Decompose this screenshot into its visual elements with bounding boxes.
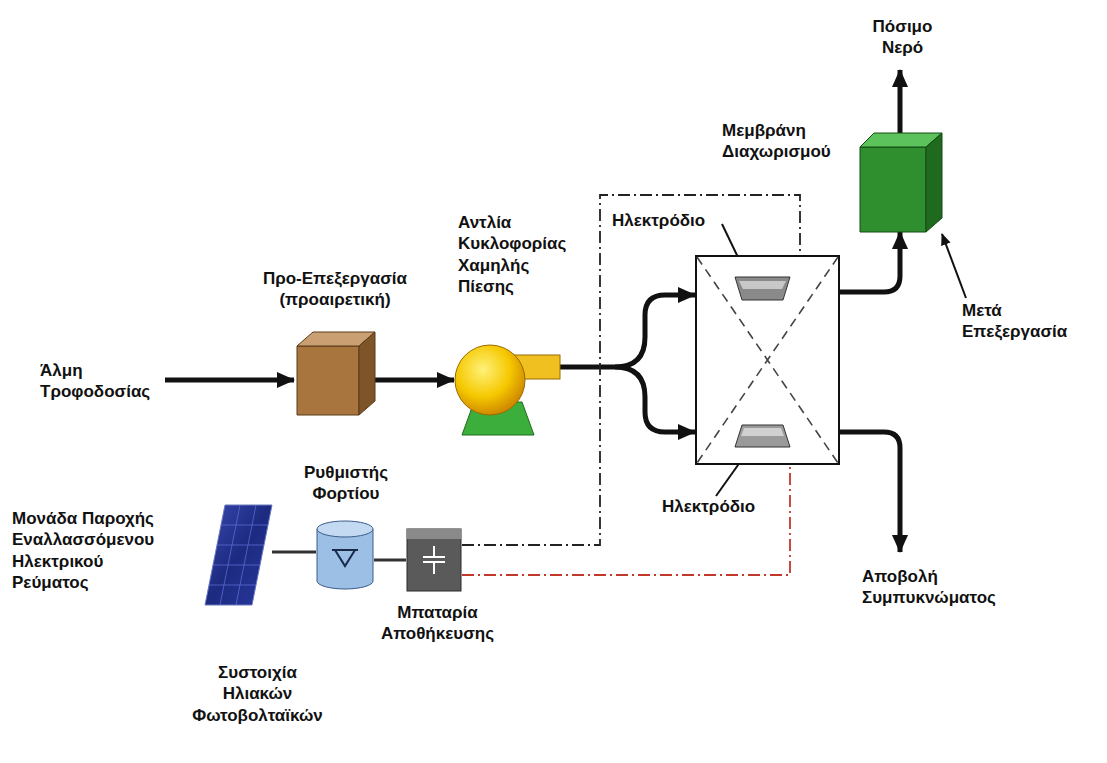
leader-line [942, 234, 966, 298]
connector-line [374, 559, 406, 562]
connector-line [272, 551, 316, 554]
pretreatment-box: Προ-Επεξεργασία (προαιρετική) [297, 332, 375, 415]
connector-line [462, 465, 790, 575]
output-label: Αποβολή Συμπυκνώματος [862, 566, 1027, 609]
connector-line [560, 295, 695, 367]
icon [316, 520, 374, 590]
icon [695, 255, 840, 465]
potable-arrow [898, 70, 903, 133]
connector [462, 465, 790, 575]
connector [374, 560, 406, 561]
connector-line [615, 367, 695, 432]
connector [375, 380, 454, 381]
icon [406, 528, 462, 592]
node-label: Προ-Επεξεργασία (προαιρετική) [245, 268, 425, 311]
concentrate-arrow [840, 432, 900, 552]
node-label: Αντλία Κυκλοφορίας Χαμηλής Πίεσης [458, 212, 580, 297]
connector [840, 232, 900, 292]
feed-label: Άλμη Τροφοδοσίας [40, 360, 162, 403]
node-label: Μπαταρία Αποθήκευσης [370, 602, 505, 645]
connector [560, 295, 695, 432]
connector-line [840, 232, 900, 292]
power-source-label: Μονάδα Παροχής Εναλλασσόμενου Ηλεκτρικού… [12, 508, 177, 593]
icon [452, 340, 560, 435]
pv-array: Συστοιχία Ηλιακών Φωτοβολταϊκών [205, 505, 272, 605]
posttreatment-box: Μετά Επεξεργασία [860, 133, 942, 232]
connector [272, 552, 316, 553]
node-label: Συστοιχία Ηλιακών Φωτοβολταϊκών [185, 662, 330, 726]
feed-arrow [165, 378, 294, 383]
icon [205, 505, 272, 605]
charge-controller: Ρυθμιστής Φορτίου [316, 520, 374, 590]
icon [297, 332, 375, 415]
icon [860, 133, 942, 232]
part-label: Ηλεκτρόδιο [612, 210, 720, 231]
output-label: Πόσιμο Νερό [855, 16, 950, 59]
node-label: Μετά Επεξεργασία [962, 300, 1097, 343]
storage-battery: Μπαταρία Αποθήκευσης [406, 528, 462, 592]
node-label: Μεμβράνη Διαχωρισμού [722, 120, 862, 163]
node-label: Ρυθμιστής Φορτίου [290, 462, 402, 505]
connector-line [375, 378, 454, 383]
electrodialysis-cell: Μεμβράνη Διαχωρισμού [695, 255, 840, 465]
part-label: Ηλεκτρόδιο [662, 496, 770, 517]
pump: Αντλία Κυκλοφορίας Χαμηλής Πίεσης [452, 340, 560, 435]
